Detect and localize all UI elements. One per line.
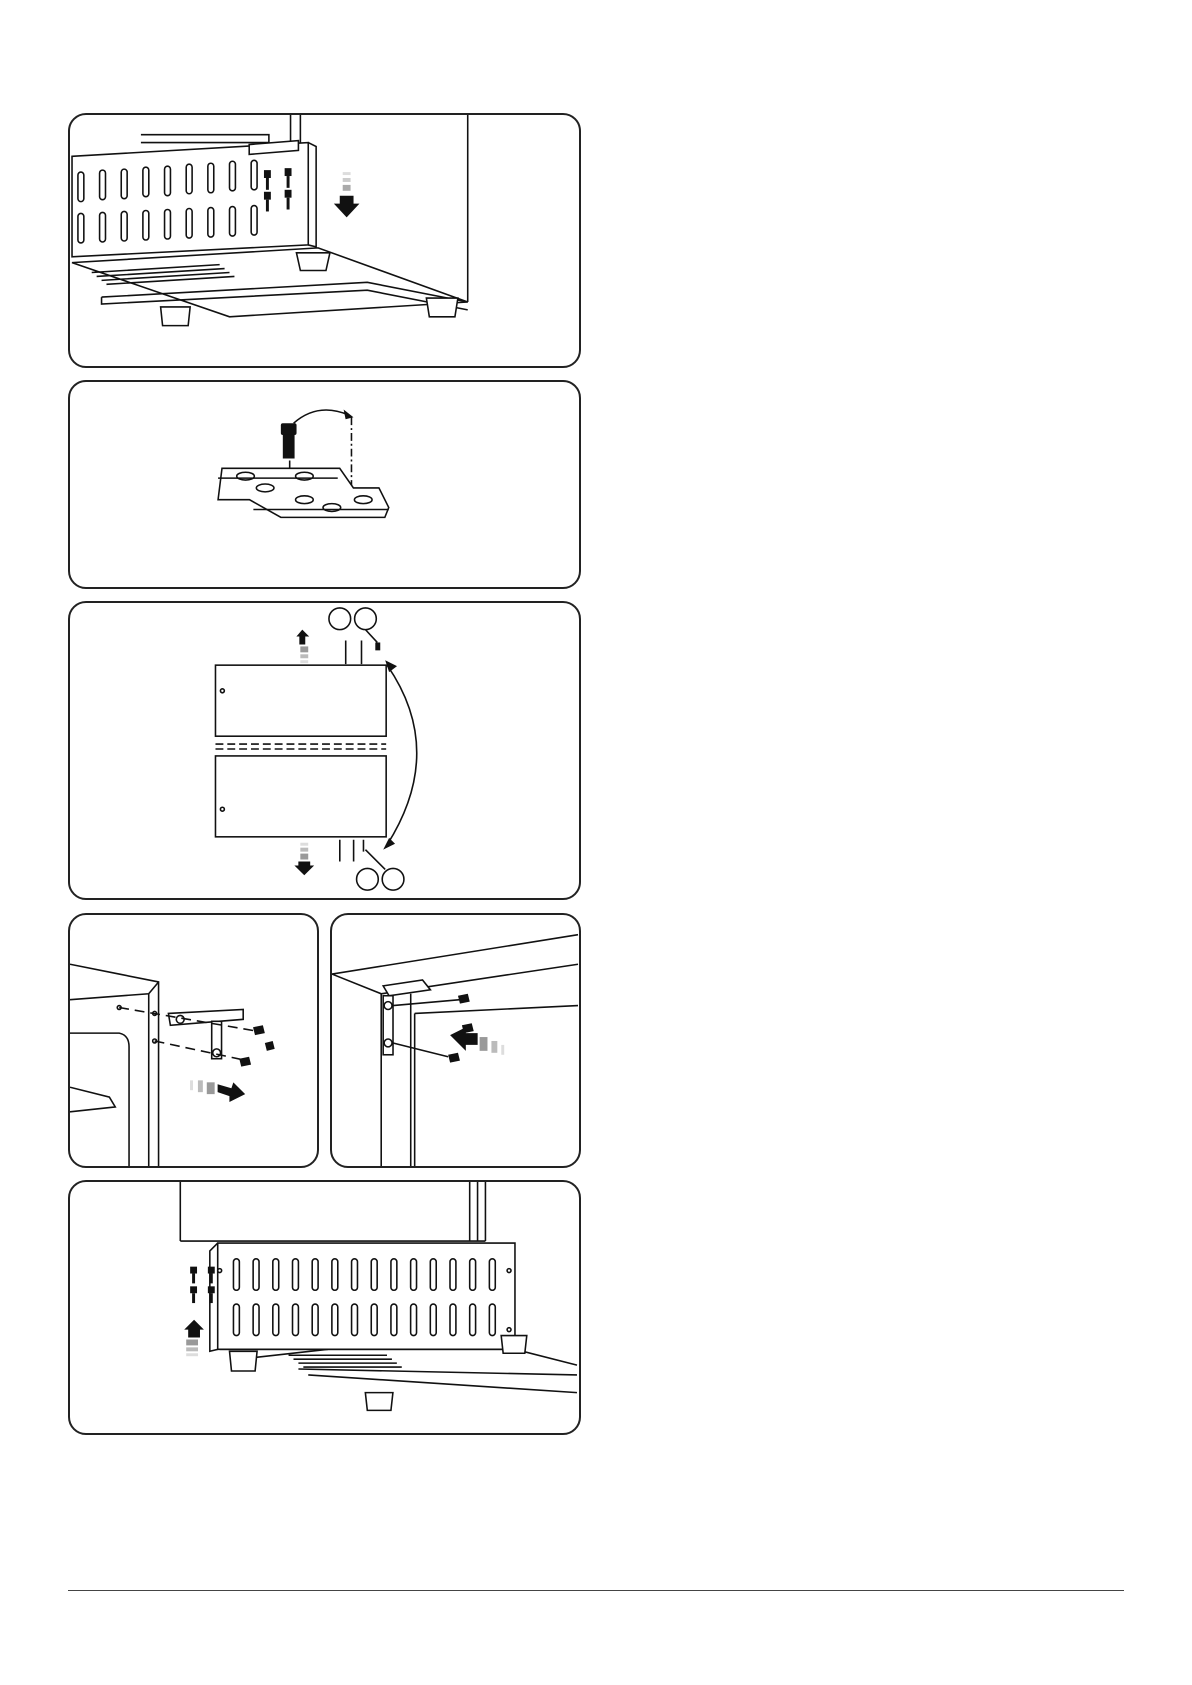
arrow-up-icon: [296, 630, 309, 664]
arrow-left-icon: [450, 1027, 504, 1055]
curved-arrow-icon: [294, 409, 354, 423]
arrow-up-icon: [184, 1320, 204, 1356]
arrow-down-icon: [334, 172, 360, 217]
top-hinge-icon: [383, 980, 430, 1055]
top-hinge-removal-illustration: [70, 915, 317, 1166]
panel-reinstall-kickplate: [68, 1180, 581, 1435]
panel-remove-top-hinge: [68, 913, 319, 1168]
arrow-down-icon: [294, 843, 314, 876]
kickplate-install-illustration: [70, 1182, 579, 1433]
screw-icon: [190, 1267, 215, 1303]
footer-rule: [68, 1590, 1124, 1591]
arrow-right-icon: [190, 1080, 245, 1102]
panel-move-hinge-pin: [68, 380, 581, 589]
panel-remove-kickplate: [68, 113, 581, 368]
foot-icon: [161, 253, 458, 326]
top-hinge-install-illustration: [332, 915, 579, 1166]
hinge-bracket-icon: [218, 468, 389, 517]
screw-icon: [448, 994, 474, 1063]
callout-circle-icon: [329, 608, 377, 643]
panel-swap-door-hinges: [68, 601, 581, 900]
screw-icon: [239, 1025, 274, 1066]
door-swap-illustration: [70, 603, 579, 898]
hinge-pin-icon: [281, 423, 297, 458]
door-panel-icon: [215, 665, 386, 837]
hinge-pin-illustration: [70, 382, 579, 587]
kickplate-removal-illustration: [70, 115, 579, 366]
panel-install-top-hinge: [330, 913, 581, 1168]
